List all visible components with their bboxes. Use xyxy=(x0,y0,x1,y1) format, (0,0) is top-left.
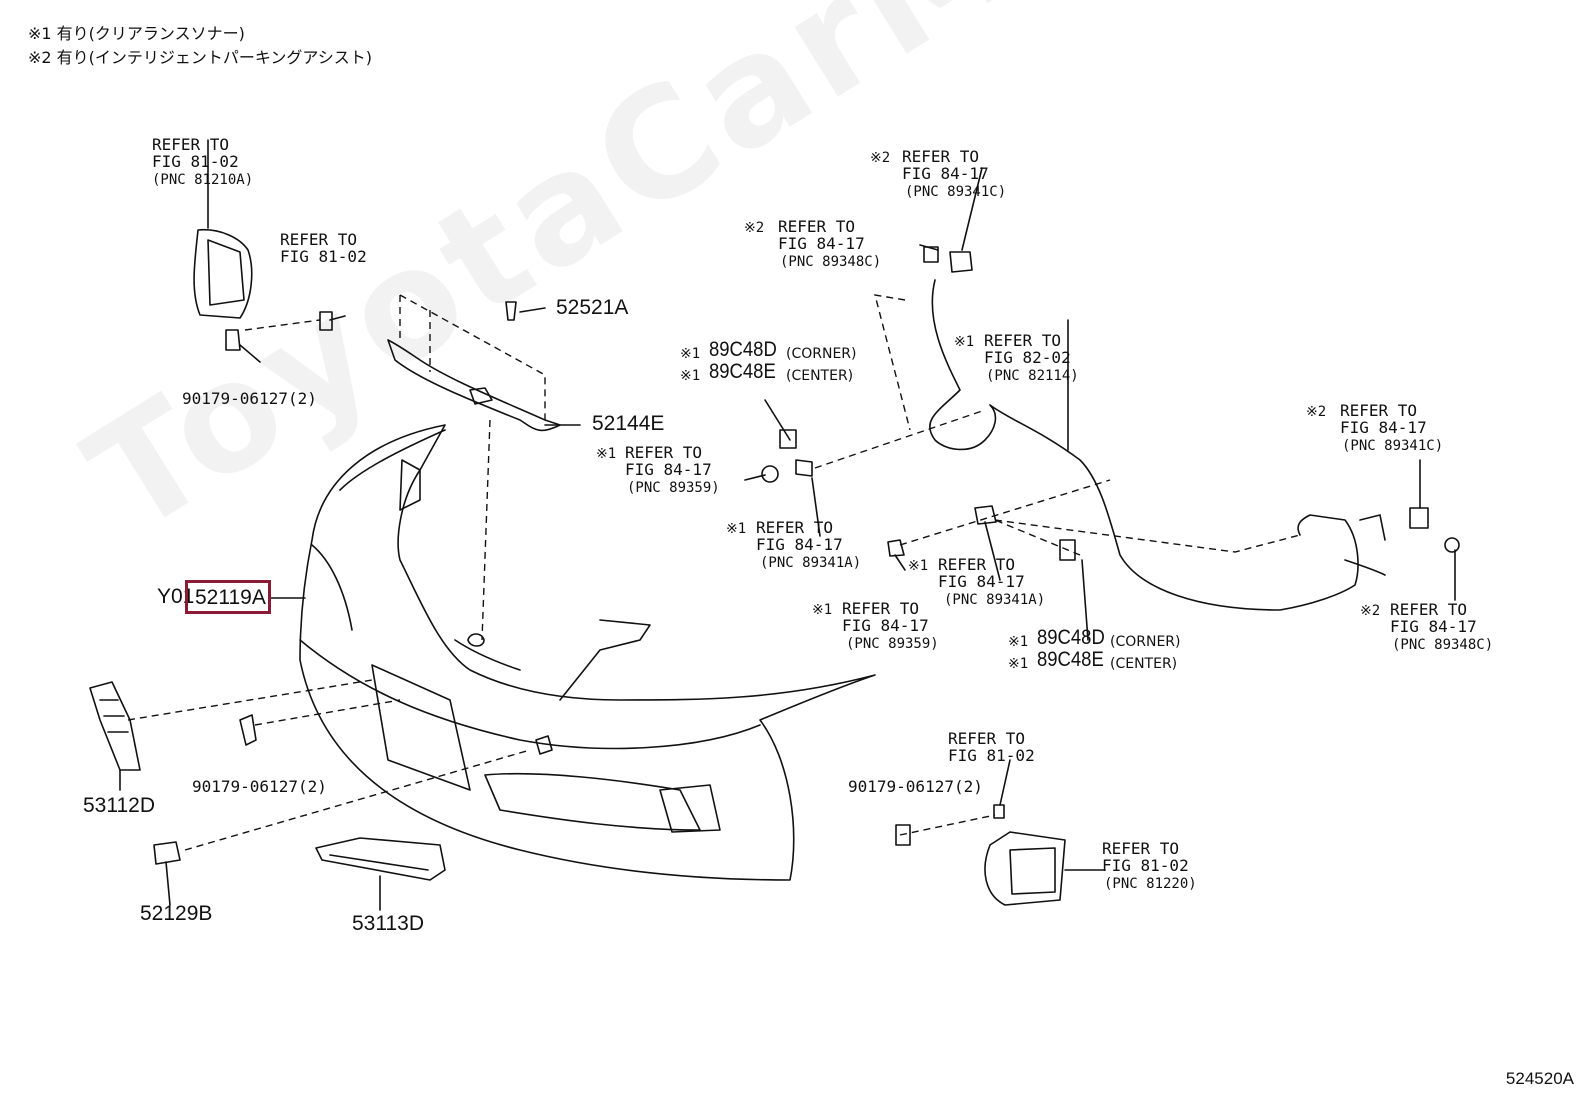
part-number-89c48e[interactable]: 89C48E xyxy=(1037,648,1104,671)
corner-label: (CORNER) xyxy=(786,346,857,362)
ref-pnc: (PNC 89341C) xyxy=(1342,438,1444,454)
ref-pnc: (PNC 89348C) xyxy=(780,254,882,270)
ref-line: REFER TO xyxy=(842,599,920,618)
footnotes: ※1 有り(クリアランスソナー) ※2 有り(インテリジェントパーキングアシスト… xyxy=(28,22,372,70)
ref-line: REFER TO xyxy=(984,331,1062,350)
mark-1: ※1 xyxy=(954,334,975,350)
mark-1: ※1 xyxy=(1008,634,1029,650)
ref-line: FIG 84-17 xyxy=(625,460,712,479)
ref-line: FIG 84-17 xyxy=(842,616,929,635)
ref-pnc: (PNC 81220) xyxy=(1104,876,1197,892)
highlighted-part-box[interactable]: 52119A xyxy=(185,580,271,614)
center-label: (CENTER) xyxy=(1110,656,1178,672)
ref-line: FIG 84-17 xyxy=(1340,418,1427,437)
ref-line: FIG 81-02 xyxy=(948,746,1035,765)
mark-2: ※2 xyxy=(744,220,765,236)
part-number-89c48d[interactable]: 89C48D xyxy=(709,338,777,361)
ref-line: FIG 81-02 xyxy=(1102,856,1189,875)
ref-line: FIG 84-17 xyxy=(1390,617,1477,636)
part-number-clip-top-left[interactable]: 90179-06127(2) xyxy=(182,389,317,408)
mark-1: ※1 xyxy=(1008,656,1029,672)
ref-line: REFER TO xyxy=(1390,600,1468,619)
ref-pnc: (PNC 82114) xyxy=(986,368,1079,384)
ref-line: REFER TO xyxy=(152,135,230,154)
part-number-53113d[interactable]: 53113D xyxy=(352,912,425,935)
mark-1: ※1 xyxy=(596,446,617,462)
ref-pnc: (PNC 81210A) xyxy=(152,172,254,188)
cap-52129b xyxy=(153,841,181,865)
diagram-id: 524520A xyxy=(1505,1069,1574,1088)
ref-line: FIG 84-17 xyxy=(756,535,843,554)
part-number-52119a[interactable]: 52119A xyxy=(195,586,266,609)
grille-53113d xyxy=(315,837,446,881)
ref-line: FIG 81-02 xyxy=(280,247,367,266)
ref-line: REFER TO xyxy=(280,230,358,249)
ref-line: REFER TO xyxy=(938,555,1016,574)
headlamp xyxy=(193,228,253,319)
ref-line: FIG 84-17 xyxy=(778,234,865,253)
mark-1: ※1 xyxy=(726,521,747,537)
part-number-clip-bottom-right[interactable]: 90179-06127(2) xyxy=(848,777,983,796)
corner-label: (CORNER) xyxy=(1110,634,1181,650)
ref-pnc: (PNC 89348C) xyxy=(1392,637,1494,653)
footnote-2: ※2 有り(インテリジェントパーキングアシスト) xyxy=(28,48,373,67)
ref-line: REFER TO xyxy=(778,217,856,236)
mark-1: ※1 xyxy=(812,602,833,618)
ref-pnc: (PNC 89359) xyxy=(627,480,720,496)
part-number-52521a[interactable]: 52521A xyxy=(556,296,629,319)
ref-pnc: (PNC 89341A) xyxy=(944,592,1046,608)
wire-harness xyxy=(929,279,1359,611)
part-number-52129b[interactable]: 52129B xyxy=(140,902,213,925)
ref-line: REFER TO xyxy=(1102,839,1180,858)
bumper-cover xyxy=(299,424,876,881)
ref-pnc: (PNC 89341A) xyxy=(760,555,862,571)
part-number-52144e[interactable]: 52144E xyxy=(592,412,665,435)
ref-line: REFER TO xyxy=(756,518,834,537)
molding-53112d xyxy=(89,681,141,771)
ref-line: REFER TO xyxy=(902,147,980,166)
ref-line: FIG 84-17 xyxy=(902,164,989,183)
mark-2: ※2 xyxy=(1360,603,1381,619)
mark-2: ※2 xyxy=(1306,404,1327,420)
mark-1: ※1 xyxy=(908,558,929,574)
ref-pnc: (PNC 89359) xyxy=(846,636,939,652)
footnote-1: ※1 有り(クリアランスソナー) xyxy=(28,24,245,43)
bumper-reinforcement xyxy=(387,339,561,432)
part-number-89c48d[interactable]: 89C48D xyxy=(1037,626,1105,649)
ref-line: FIG 84-17 xyxy=(938,572,1025,591)
fog-lamp xyxy=(984,831,1066,906)
mark-1: ※1 xyxy=(680,346,701,362)
mark-2: ※2 xyxy=(870,150,891,166)
ref-pnc: (PNC 89341C) xyxy=(905,184,1007,200)
part-number-89c48e[interactable]: 89C48E xyxy=(709,360,776,383)
ref-line: REFER TO xyxy=(948,729,1026,748)
ref-line: REFER TO xyxy=(625,443,703,462)
center-label: (CENTER) xyxy=(786,368,854,384)
mark-1: ※1 xyxy=(680,368,701,384)
part-number-53112d[interactable]: 53112D xyxy=(83,794,156,817)
ref-line: FIG 81-02 xyxy=(152,152,239,171)
ref-line: REFER TO xyxy=(1340,401,1418,420)
part-number-clip-mid-left[interactable]: 90179-06127(2) xyxy=(192,777,327,796)
ref-line: FIG 82-02 xyxy=(984,348,1071,367)
